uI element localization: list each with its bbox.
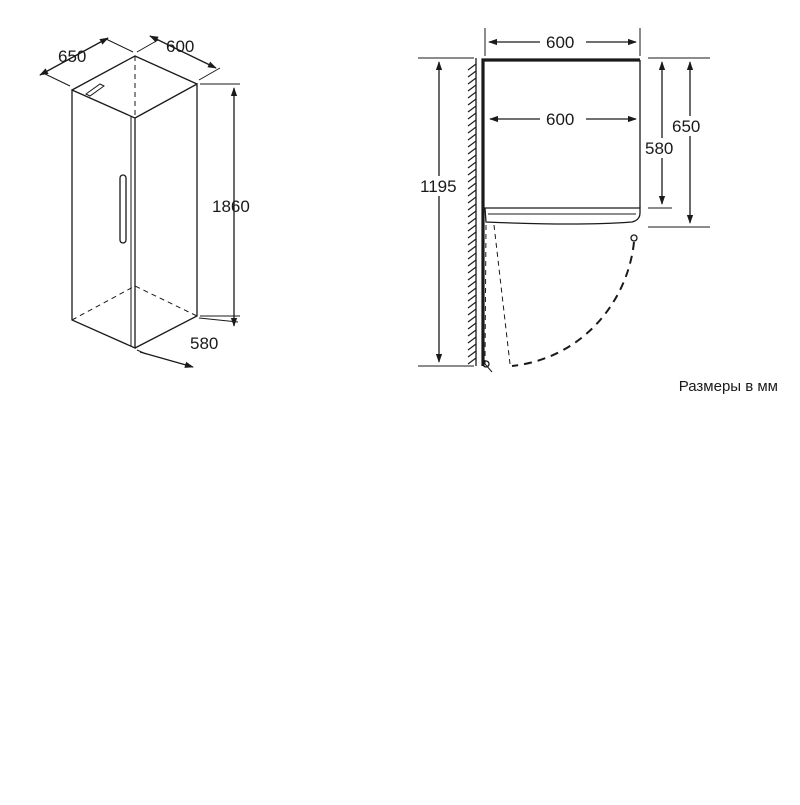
top-dim-1195: 1195 [418, 57, 474, 367]
top-inner-depth-label: 580 [645, 139, 673, 158]
hatch-line [467, 259, 477, 267]
hatch-line [467, 336, 477, 344]
hatch-line [467, 154, 477, 162]
top-inner-width-label: 600 [546, 110, 574, 129]
hatch-line [467, 182, 477, 190]
hatch-line [467, 140, 477, 148]
hatch-line [467, 266, 477, 274]
door-open-hidden [484, 224, 511, 365]
hatch-line [467, 210, 477, 218]
hatch-line [467, 161, 477, 169]
top-overall-height-label: 1195 [420, 177, 457, 196]
hatch-line [467, 112, 477, 120]
iso-fridge [71, 55, 198, 350]
iso-dim-1860: 1860 [200, 83, 250, 327]
hatch-line [467, 70, 477, 78]
top-dim-650: 650 [648, 57, 712, 228]
hatch-line [467, 168, 477, 176]
hatch-line [467, 280, 477, 288]
top-hinge [85, 83, 105, 97]
hatch-line [467, 343, 477, 351]
door-handle [119, 174, 127, 244]
hatch-line [467, 350, 477, 358]
iso-dim-650: 650 [39, 37, 134, 87]
hatch-line [467, 203, 477, 211]
top-overall-width-label: 600 [546, 33, 574, 52]
cabinet-top-edge [481, 58, 640, 366]
hatch-line [467, 133, 477, 141]
wall-hatching [467, 63, 477, 365]
hatch-line [467, 238, 477, 246]
hatch-line [467, 196, 477, 204]
top-dim-600-inner: 600 [489, 110, 637, 129]
fridge-side-face [134, 82, 198, 349]
hatch-line [467, 91, 477, 99]
hatch-line [467, 252, 477, 260]
hatch-line [467, 231, 477, 239]
door-closed [484, 207, 641, 225]
hatch-line [467, 105, 477, 113]
units-caption: Размеры в мм [679, 378, 778, 395]
iso-width-label: 600 [166, 37, 194, 56]
hatch-line [467, 294, 477, 302]
hatch-line [467, 308, 477, 316]
iso-dim-600: 600 [136, 35, 221, 81]
hatch-line [467, 357, 477, 365]
top-dim-580: 580 [644, 61, 680, 209]
hatch-line [467, 147, 477, 155]
hatch-line [467, 273, 477, 281]
hatch-line [467, 77, 477, 85]
hatch-line [467, 287, 477, 295]
hatch-line [467, 189, 477, 197]
hinge-mark [482, 360, 490, 368]
iso-depth-bottom-label: 580 [190, 334, 218, 353]
hatch-line [467, 63, 477, 71]
iso-dim-580: 580 [136, 317, 239, 368]
hatch-line [467, 322, 477, 330]
top-view [467, 58, 641, 373]
hatch-line [467, 175, 477, 183]
fridge-hidden-edges [71, 56, 198, 321]
iso-height-label: 1860 [212, 197, 250, 216]
hatch-line [467, 245, 477, 253]
top-dim-600-overall: 600 [484, 28, 641, 56]
iso-depth-label: 650 [58, 47, 86, 66]
door-swing-arc [511, 241, 635, 367]
hatch-line [467, 126, 477, 134]
hatch-line [467, 119, 477, 127]
hatch-line [467, 217, 477, 225]
door-handle-mark [630, 234, 638, 242]
door-open-edge [484, 363, 493, 373]
hatch-line [467, 315, 477, 323]
hatch-line [467, 329, 477, 337]
hatch-line [467, 301, 477, 309]
hatch-line [467, 224, 477, 232]
hatch-line [467, 84, 477, 92]
top-body-depth-label: 650 [672, 117, 700, 136]
hatch-line [467, 98, 477, 106]
